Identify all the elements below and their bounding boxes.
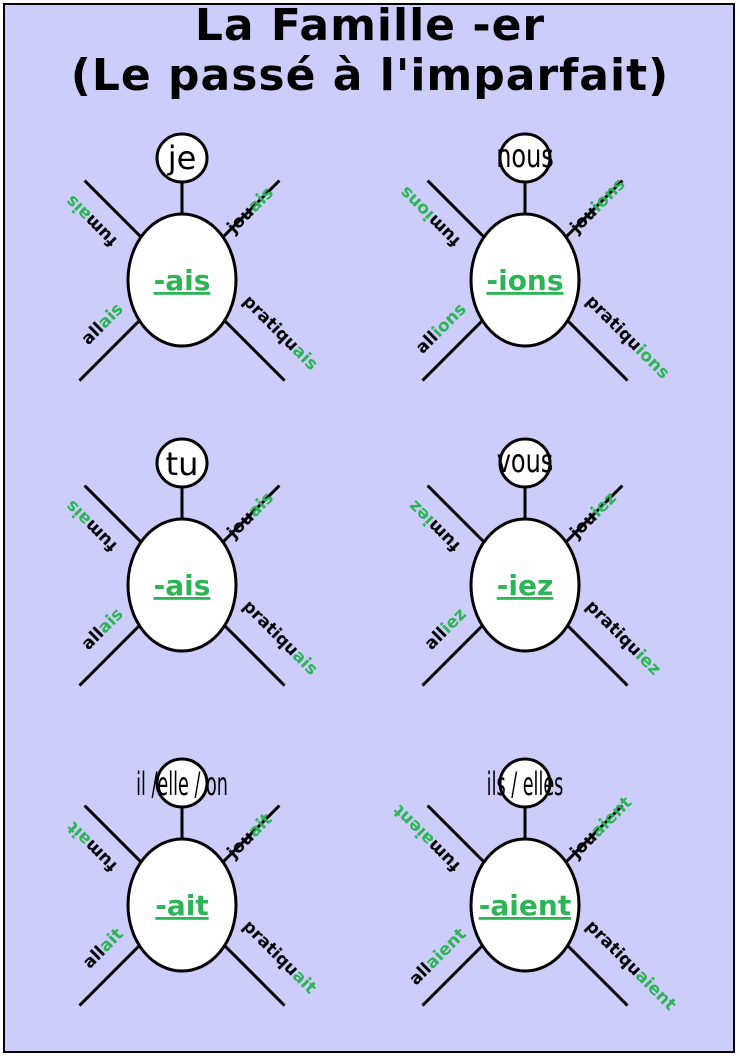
- ending-bubble: [469, 837, 581, 973]
- ending-label: -ait: [155, 889, 209, 922]
- pronoun-label: tu: [166, 445, 199, 483]
- verb-bottom-left: allaient: [405, 924, 470, 989]
- verb-bottom-right: pratiquaient: [581, 916, 680, 1015]
- ending-label: -aient: [479, 889, 571, 922]
- verb-top-right: jouais: [223, 488, 278, 543]
- verb-top-left: fumaient: [389, 800, 464, 875]
- verb-top-right: jouait: [223, 809, 277, 863]
- diagram-6: ils / elles -aient fumaient jouaient allaien…: [389, 757, 680, 1015]
- verb-top-left: fumait: [63, 817, 121, 875]
- ending-bubble: [126, 517, 238, 653]
- ending-label: -ions: [486, 264, 563, 297]
- verb-top-right: jouiez: [566, 488, 621, 543]
- pronoun-bubble: [155, 437, 209, 489]
- pronoun-bubble: [155, 757, 209, 809]
- pronoun-label: je: [167, 139, 197, 177]
- verb-top-right: jouais: [223, 183, 278, 238]
- ending-label: -iez: [497, 569, 554, 602]
- diagram-2: nous -ions fumions jouions allions pratiquion…: [396, 132, 673, 383]
- verb-top-left: fumais: [62, 496, 122, 556]
- ending-bubble: [469, 212, 581, 348]
- verb-bottom-right: pratiquiez: [581, 596, 664, 679]
- title-line-2: (Le passé à l'imparfait): [70, 50, 670, 101]
- verb-top-left: fumiez: [405, 496, 465, 556]
- ending-bubble: [469, 517, 581, 653]
- ending-bubble: [126, 212, 238, 348]
- pronoun-bubble: [498, 437, 552, 489]
- ending-label: -ais: [154, 569, 211, 602]
- verb-bottom-right: pratiquais: [238, 596, 321, 679]
- verb-bottom-right: pratiquions: [581, 291, 673, 383]
- pronoun-label: il /elle / on: [136, 766, 228, 803]
- pronoun-bubble: [155, 132, 209, 184]
- verb-bottom-right: pratiquait: [238, 916, 320, 998]
- pronoun-bubble: [498, 132, 552, 184]
- pronoun-label: nous: [496, 138, 554, 175]
- title-line-1: La Famille -er: [194, 0, 546, 51]
- pronoun-bubble: [498, 757, 552, 809]
- verb-bottom-left: allions: [412, 299, 471, 358]
- pronoun-label: vous: [497, 443, 554, 480]
- verb-top-right: jouions: [566, 174, 630, 238]
- verb-bottom-right: pratiquais: [238, 291, 321, 374]
- verb-top-right: jouaient: [566, 793, 636, 863]
- pronoun-label: ils / elles: [487, 766, 564, 803]
- verb-top-left: fumais: [62, 191, 122, 251]
- ending-bubble: [126, 837, 238, 973]
- ending-label: -ais: [154, 264, 211, 297]
- verb-top-left: fumions: [396, 182, 465, 251]
